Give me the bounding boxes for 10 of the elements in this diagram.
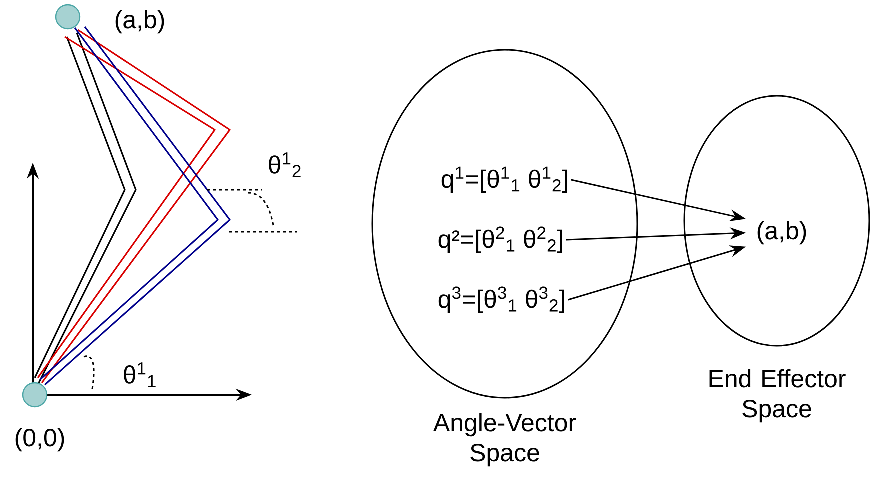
node-label: Angle-Vector Space xyxy=(433,413,576,467)
point-label: (a,b) xyxy=(116,10,164,34)
point-label: (a,b) xyxy=(758,221,806,245)
vector-label: q²=[θ$^{2}$$_{1}$ θ$^{2}$$_{2}$] xyxy=(438,226,562,254)
vector-label: q$^{1}$=[θ$^{1}$$_{1}$ θ$^{1}$$_{2}$] xyxy=(442,166,568,194)
node-label: End Effector Space xyxy=(710,369,846,423)
angle-label: θ$^{1}$2 xyxy=(269,152,301,178)
point-label: (0,0) xyxy=(16,428,64,452)
angle-label: θ$^{1}$1 xyxy=(124,362,156,388)
vector-label: q$^{3}$=[θ$^{3}$$_{1}$ θ$^{3}$$_{2}$] xyxy=(438,286,564,314)
